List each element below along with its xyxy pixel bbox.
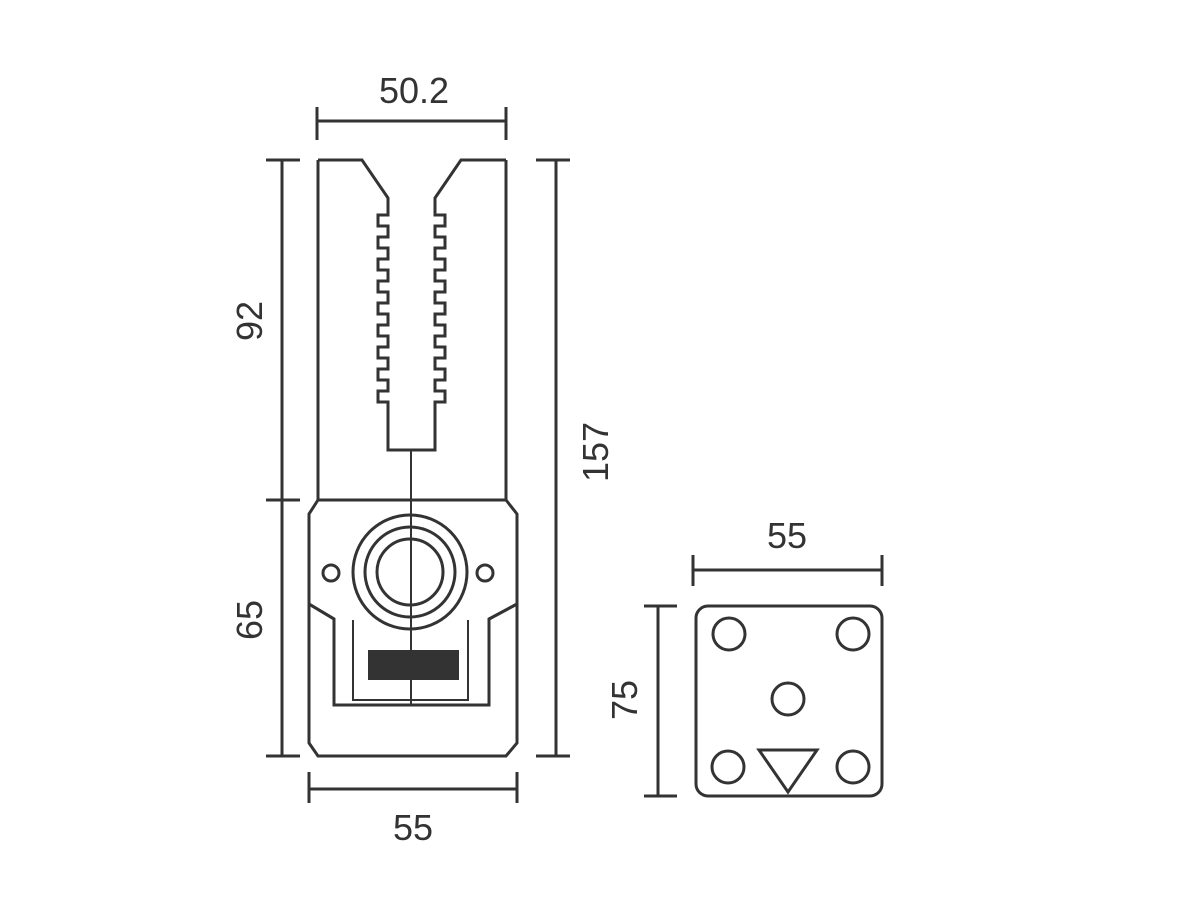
dim-left-heights: 92 65 xyxy=(229,158,300,758)
plate-hole-bottom-left xyxy=(710,749,746,785)
dim-side-width-label: 55 xyxy=(767,515,807,556)
dim-bottom-width: 55 xyxy=(307,772,519,848)
dim-side-height: 75 xyxy=(604,604,677,798)
plate-hole-top-right xyxy=(835,616,871,652)
dim-top-width: 50.2 xyxy=(315,70,508,140)
rivet-hole-left xyxy=(321,563,341,583)
strap-body xyxy=(316,158,508,500)
dim-side-height-label: 75 xyxy=(604,680,645,720)
dim-total-height: 157 xyxy=(536,158,616,758)
dim-lower-height-label: 65 xyxy=(229,600,270,640)
plate-hole-top-left xyxy=(711,616,747,652)
lock-body xyxy=(307,450,519,758)
dim-side-width: 55 xyxy=(691,515,884,586)
main-view: 50.2 92 65 157 55 xyxy=(229,70,616,848)
plate-hole-center xyxy=(770,681,806,717)
label-block xyxy=(368,650,459,680)
side-view: 55 75 xyxy=(604,515,884,798)
dim-total-height-label: 157 xyxy=(575,422,616,482)
dim-top-width-label: 50.2 xyxy=(379,70,449,111)
plate-hole-bottom-right xyxy=(835,749,871,785)
triangle-marker xyxy=(756,748,820,795)
dim-upper-height-label: 92 xyxy=(229,301,270,341)
side-plate xyxy=(694,604,884,798)
rivet-hole-right xyxy=(475,563,495,583)
dim-bottom-width-label: 55 xyxy=(393,807,433,848)
